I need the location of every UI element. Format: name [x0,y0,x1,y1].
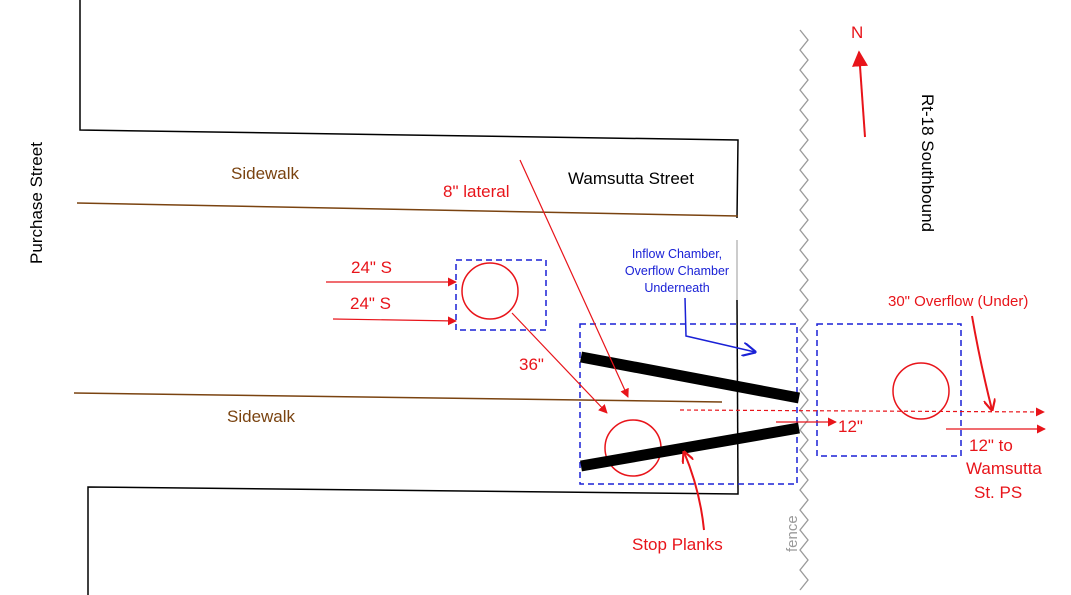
purchase-street-label: Purchase Street [27,142,46,264]
inflow-label-2: 24" S [350,294,391,313]
fence-line [799,29,809,591]
manhole-box [455,259,547,331]
lateral-label: 8" lateral [443,182,510,201]
pipe-36-arrow [511,312,608,414]
sidewalk-line-bottom [73,392,723,403]
pipe-12-label: 12" [838,417,863,436]
overflow-dashed-line [679,407,1045,417]
wamsutta-street-label: Wamsutta Street [568,169,694,188]
stop-plank-upper [579,351,801,404]
stop-planks-callout-arrow [684,452,705,531]
overflow-label: 30" Overflow (Under) [888,293,1028,310]
pipe-36-label: 36" [519,355,544,374]
sidewalk-label-bottom: Sidewalk [227,407,296,426]
stop-planks-label: Stop Planks [632,535,723,554]
chamber-callout-arrow [684,297,755,352]
north-arrow [852,50,868,138]
sidewalk-label-top: Sidewalk [231,164,300,183]
overflow-box [816,323,962,457]
chamber-label-line3: Underneath [644,281,709,295]
sidewalk-line-top [76,202,739,217]
inflow-label-1: 24" S [351,258,392,277]
street-outline-top [79,0,739,219]
to-ps-label-line3: St. PS [974,483,1022,502]
overflow-circle [892,362,950,420]
rt18-label: Rt-18 Southbound [918,94,937,232]
street-edge-east [736,299,739,491]
overflow-callout-arrow [971,315,992,410]
inflow-chamber-box [579,323,798,485]
to-ps-label-line1: 12" to [969,436,1013,455]
street-outline-bottom [87,486,739,595]
fence-label: fence [784,515,801,552]
manhole-circle [461,262,519,320]
stop-plank-lower [580,422,800,472]
chamber-label-line2: Overflow Chamber [625,264,729,278]
lateral-arrow [519,159,629,398]
to-ps-label-line2: Wamsutta [966,459,1042,478]
chamber-label-line1: Inflow Chamber, [632,247,722,261]
north-label: N [851,23,863,42]
inflow-arrow-2 [332,316,457,326]
